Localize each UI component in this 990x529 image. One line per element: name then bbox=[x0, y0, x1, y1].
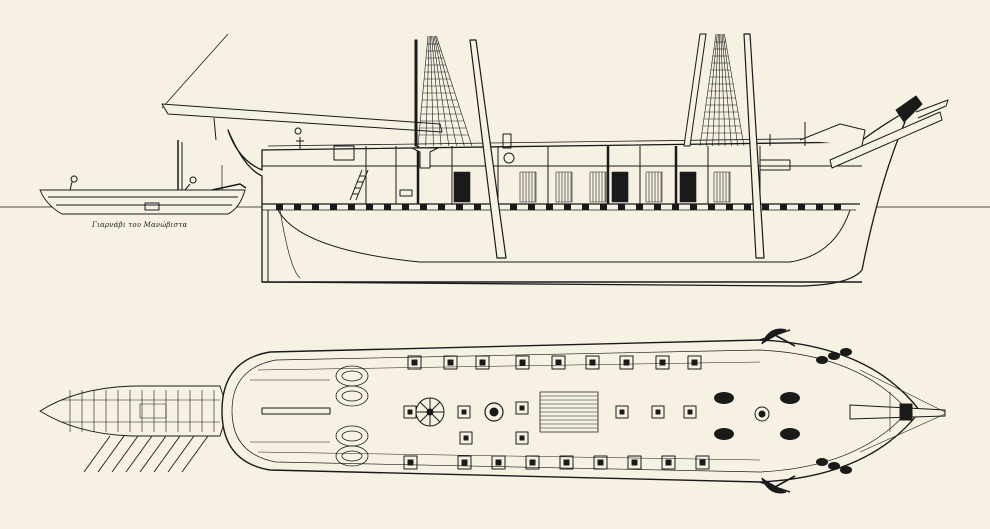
deck-beam bbox=[456, 204, 463, 210]
oar bbox=[111, 435, 139, 473]
longboat bbox=[39, 140, 247, 215]
deck-plan-view bbox=[39, 328, 946, 494]
deck-beam bbox=[474, 204, 481, 210]
oar bbox=[139, 435, 167, 473]
gunport-hatch bbox=[551, 355, 566, 370]
deck-beam bbox=[294, 204, 301, 210]
deck-beam bbox=[330, 204, 337, 210]
deck-beam bbox=[564, 204, 571, 210]
deck-fitting bbox=[515, 431, 529, 445]
deck-beam bbox=[798, 204, 805, 210]
deck-fitting bbox=[651, 405, 665, 419]
anchor-port bbox=[759, 328, 796, 347]
deck-beam bbox=[672, 204, 679, 210]
deck-beam bbox=[708, 204, 715, 210]
oar bbox=[97, 435, 125, 473]
deck-beam bbox=[636, 204, 643, 210]
deck-beam bbox=[744, 204, 751, 210]
gunport-hatch bbox=[661, 455, 676, 470]
mainmast bbox=[414, 35, 507, 259]
gunport-hatch bbox=[407, 355, 422, 370]
deck-beam bbox=[438, 204, 445, 210]
gunport-hatch bbox=[403, 455, 418, 470]
elevation-view bbox=[0, 33, 990, 287]
cabin-window bbox=[713, 171, 731, 203]
gunport-hatch bbox=[619, 355, 634, 370]
deck-fitting bbox=[683, 405, 697, 419]
water-casks bbox=[714, 392, 800, 440]
deck-fitting bbox=[457, 405, 471, 419]
deck-beam bbox=[528, 204, 535, 210]
deck-fitting bbox=[459, 431, 473, 445]
deck-beam bbox=[780, 204, 787, 210]
longboat-caption: Γιαρνάβι του Μανώβιστα bbox=[92, 221, 188, 229]
deck-beam bbox=[276, 204, 283, 210]
deck-beam bbox=[546, 204, 553, 210]
gunport-hatch bbox=[457, 455, 472, 470]
deck-beam bbox=[690, 204, 697, 210]
deck-beam bbox=[348, 204, 355, 210]
gunport-hatch bbox=[443, 355, 458, 370]
gunport-hatch bbox=[525, 455, 540, 470]
compartments bbox=[333, 145, 761, 204]
storage-locker bbox=[453, 171, 471, 203]
gunport-hatch bbox=[687, 355, 702, 370]
gunport-hatch bbox=[515, 355, 530, 370]
oar bbox=[167, 435, 195, 473]
anchor-starboard bbox=[759, 475, 796, 494]
cabin-window bbox=[645, 171, 663, 203]
deck-beam bbox=[366, 204, 373, 210]
deck-beam bbox=[600, 204, 607, 210]
rope-coils bbox=[335, 365, 369, 467]
cabin-window bbox=[555, 171, 573, 203]
capstan-wheel bbox=[415, 397, 445, 427]
deck-beam bbox=[816, 204, 823, 210]
deck-beam bbox=[618, 204, 625, 210]
gunport-hatch bbox=[475, 355, 490, 370]
gunport-hatch bbox=[559, 455, 574, 470]
deck-outline bbox=[221, 339, 921, 483]
deck-beam bbox=[762, 204, 769, 210]
gunport-hatch bbox=[627, 455, 642, 470]
oar bbox=[125, 435, 153, 473]
cabin-window bbox=[589, 171, 607, 203]
deck-beam bbox=[582, 204, 589, 210]
oar bbox=[181, 435, 209, 473]
deck-beam bbox=[654, 204, 661, 210]
deck-fitting bbox=[615, 405, 629, 419]
storage-locker bbox=[611, 171, 629, 203]
deck-beams bbox=[276, 204, 841, 210]
deck-beam bbox=[420, 204, 427, 210]
stern-boat bbox=[39, 385, 229, 473]
hull-outline bbox=[227, 114, 906, 287]
gunport-hatches bbox=[403, 355, 710, 470]
deck-beam bbox=[402, 204, 409, 210]
deck-beam bbox=[510, 204, 517, 210]
foremast bbox=[683, 33, 765, 259]
gunport-hatch bbox=[655, 355, 670, 370]
cabin-windows bbox=[453, 171, 731, 203]
storage-locker bbox=[679, 171, 697, 203]
bowsprit-plan bbox=[849, 369, 946, 453]
gunport-hatch bbox=[585, 355, 600, 370]
deck-beam bbox=[384, 204, 391, 210]
deck-beam bbox=[726, 204, 733, 210]
companion-ladder bbox=[349, 169, 369, 201]
deck-beam bbox=[312, 204, 319, 210]
deck-beam bbox=[834, 204, 841, 210]
gunport-hatch bbox=[695, 455, 710, 470]
oar bbox=[153, 435, 181, 473]
bow-cat-heads bbox=[816, 348, 852, 474]
cabin-window bbox=[519, 171, 537, 203]
deck-fitting bbox=[515, 401, 529, 415]
oar bbox=[83, 435, 111, 473]
gunport-hatch bbox=[593, 455, 608, 470]
